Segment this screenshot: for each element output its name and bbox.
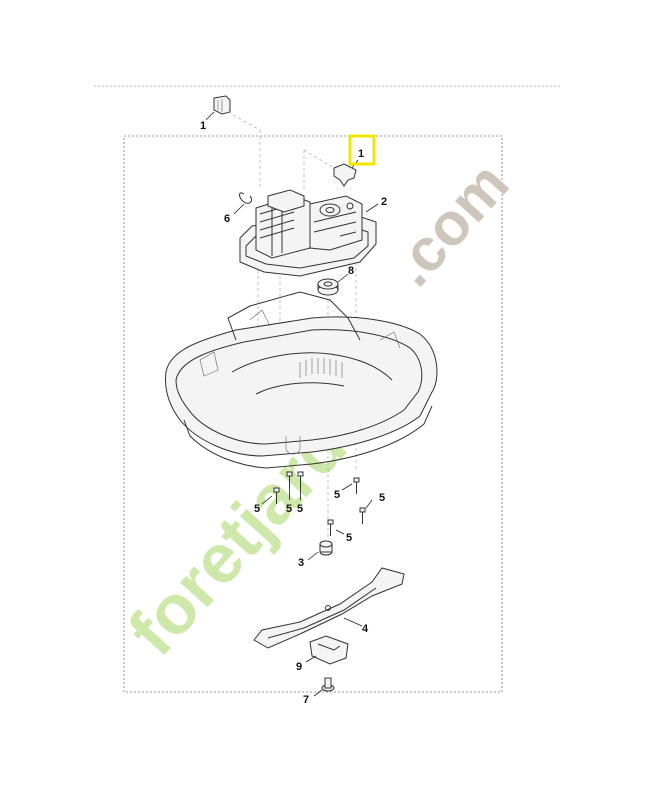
callout-8: 8 bbox=[348, 265, 354, 277]
part-5-screws bbox=[261, 471, 373, 536]
callout-1-highlighted: 1 bbox=[358, 148, 364, 160]
part-2-motor-housing bbox=[239, 189, 379, 277]
part-1-bracket-highlighted bbox=[303, 149, 359, 190]
part-4-blade bbox=[253, 567, 405, 649]
callout-9: 9 bbox=[296, 661, 302, 673]
callout-5: 5 bbox=[286, 503, 292, 515]
part-3-spacer bbox=[307, 540, 333, 561]
screw bbox=[297, 471, 304, 488]
screw bbox=[273, 487, 280, 504]
mower-deck bbox=[165, 291, 438, 469]
callout-5: 5 bbox=[254, 503, 260, 515]
screw bbox=[286, 471, 293, 488]
watermark-suffix: .com bbox=[378, 150, 522, 299]
callout-2: 2 bbox=[381, 196, 387, 208]
part-9-blade-holder bbox=[305, 635, 349, 665]
part-7-bolt bbox=[313, 677, 335, 697]
callout-1-top: 1 bbox=[200, 120, 206, 132]
callout-4: 4 bbox=[362, 623, 369, 635]
part-1-bracket-top bbox=[205, 95, 261, 190]
callout-5: 5 bbox=[379, 492, 385, 504]
callout-5: 5 bbox=[297, 503, 303, 515]
highlight-box bbox=[348, 134, 376, 166]
callout-5: 5 bbox=[346, 532, 352, 544]
part-8-bushing bbox=[317, 273, 349, 296]
assembly-frame bbox=[123, 135, 503, 693]
screw bbox=[353, 477, 360, 494]
callout-7: 7 bbox=[303, 694, 309, 706]
screw bbox=[327, 519, 334, 536]
part-6-clip bbox=[233, 192, 253, 215]
screw bbox=[359, 507, 366, 524]
callout-5: 5 bbox=[334, 489, 340, 501]
callout-6: 6 bbox=[224, 213, 230, 225]
callout-3: 3 bbox=[298, 557, 304, 569]
